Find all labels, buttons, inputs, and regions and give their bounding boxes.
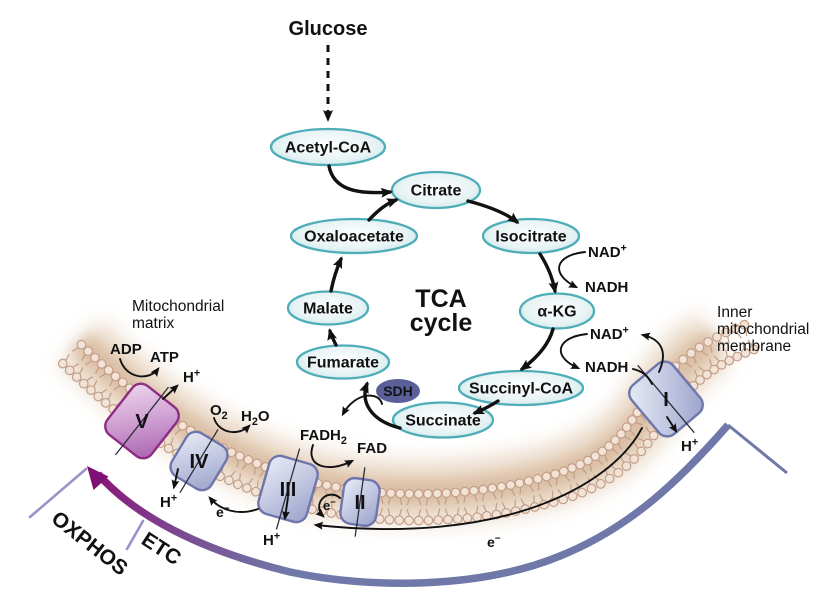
- matrix-line-1-label: Mitochondrial: [132, 298, 224, 315]
- h2o-label: H2O: [241, 408, 270, 428]
- acetyl-coa-node: Acetyl-CoA: [269, 127, 387, 167]
- arrow-nad-to-nadh-2: [559, 333, 588, 370]
- complex-ii: II: [339, 467, 381, 537]
- arrow-electron-complex3-to-complex4: [208, 496, 259, 513]
- acetyl-coa-node-label: Acetyl-CoA: [285, 140, 372, 157]
- complex-iii: III: [257, 448, 319, 530]
- complex-v-numeral: V: [135, 411, 149, 433]
- e-3-4-label: e−: [216, 504, 230, 520]
- innermem-line-3-label: membrane: [717, 338, 791, 355]
- e-loop-label: e−: [323, 497, 336, 513]
- o2-label: O2: [210, 402, 228, 422]
- sdh-text-label: SDH: [383, 383, 413, 399]
- arrow-succinylcoa-to-succinate: [472, 399, 500, 415]
- arrow-akg-to-succinylcoa: [519, 327, 555, 371]
- arrow-citrate-to-isocitrate: [466, 199, 520, 224]
- complex-v: V: [104, 382, 180, 460]
- oxaloacetate-node-label: Oxaloacetate: [304, 229, 404, 246]
- fadh2-label: FADH2: [300, 427, 347, 447]
- complex-iv: IV: [169, 428, 229, 494]
- oxphos-etc-divider-tick: [125, 519, 145, 551]
- sdh-enzyme-badge: [376, 379, 420, 403]
- glucose-label: Glucose: [289, 18, 368, 40]
- innermem-line-1-label: Inner: [717, 304, 752, 321]
- nadh-2-label: NADH: [585, 359, 628, 376]
- arrow-nad-to-nadh-1: [558, 251, 586, 289]
- matrix-line-2-label: matrix: [132, 315, 174, 332]
- complex-ii-numeral: II: [354, 492, 365, 514]
- hplus-iii-label: H+: [263, 530, 280, 549]
- hplus-v-label: H+: [183, 367, 200, 386]
- complex-iv-numeral: IV: [190, 451, 210, 473]
- malate-node: Malate: [286, 290, 370, 326]
- arrow-electron-complex1-to-complex3: [313, 427, 643, 531]
- reaction-arrows: [119, 45, 678, 531]
- isocitrate-node-label: Isocitrate: [495, 229, 566, 246]
- succinate-node-label: Succinate: [405, 413, 481, 430]
- atp-label: ATP: [150, 349, 179, 366]
- arrow-adp-to-atp: [119, 358, 160, 378]
- etc-oxphos-bracket: [28, 422, 788, 587]
- arrow-to-fadh2: [341, 394, 383, 417]
- fumarate-node: Fumarate: [295, 344, 391, 380]
- succinyl-coa-node: Succinyl-CoA: [457, 369, 585, 407]
- succinate-node: Succinate: [391, 401, 495, 439]
- adp-label: ADP: [110, 341, 142, 358]
- citrate-node: Citrate: [390, 170, 482, 210]
- alpha-kg-node: α-KG: [518, 292, 596, 330]
- etc-curve: [95, 422, 731, 587]
- malate-node-label: Malate: [303, 301, 353, 318]
- nad-plus-1-label: NAD+: [588, 242, 627, 261]
- tca-title-2-label: cycle: [410, 309, 473, 337]
- oxphos-bracket-tick-left: [28, 467, 88, 519]
- arrow-hplus-complex1: [666, 416, 678, 434]
- oxaloacetate-node: Oxaloacetate: [289, 217, 419, 255]
- oxphos-arrowhead: [87, 466, 109, 490]
- arrow-isocitrate-to-akg: [538, 252, 559, 294]
- e-long-label: e−: [487, 534, 501, 550]
- arrow-hplus-complex3: [282, 496, 290, 521]
- nadh-1-label: NADH: [585, 279, 628, 296]
- arrow-oxaloacetate-to-citrate: [367, 198, 399, 222]
- arrow-complex1-to-nad: [640, 332, 664, 373]
- alpha-kg-node-label: α-KG: [537, 304, 576, 321]
- arrow-acetylcoa-to-citrate: [327, 164, 393, 198]
- isocitrate-node: Isocitrate: [481, 217, 581, 255]
- arrow-hplus-complex4: [171, 468, 180, 490]
- hplus-i-label: H+: [681, 436, 698, 455]
- complex-i-numeral: I: [663, 389, 669, 411]
- nad-plus-2-label: NAD+: [590, 324, 629, 343]
- arrow-fumarate-to-malate: [327, 328, 338, 347]
- arrow-succinate-to-fumarate: [359, 381, 402, 430]
- succinyl-coa-node-label: Succinyl-CoA: [469, 381, 574, 398]
- arrow-o2-to-h2o: [213, 417, 251, 434]
- oxphos-label: OXPHOS: [47, 507, 132, 580]
- citrate-node-label: Citrate: [411, 183, 462, 200]
- fumarate-node-label: Fumarate: [307, 355, 379, 372]
- sdh-badge-shape: [376, 379, 420, 403]
- innermem-line-2-label: mitochondrial: [717, 321, 809, 338]
- hplus-iv-label: H+: [160, 492, 177, 511]
- arrow-malate-to-oxaloacetate: [329, 256, 343, 293]
- complex-iii-numeral: III: [280, 479, 297, 501]
- line-nadh-to-complex1: [632, 368, 653, 385]
- tca-title-1-label: TCA: [415, 285, 466, 313]
- arrow-fadh2-to-fad: [310, 444, 355, 469]
- arrow-hplus-complex5: [162, 384, 179, 400]
- fad-label: FAD: [357, 440, 387, 457]
- etc-curve-end: [727, 423, 788, 475]
- arrow-electron-loop-complex2-3: [315, 493, 341, 518]
